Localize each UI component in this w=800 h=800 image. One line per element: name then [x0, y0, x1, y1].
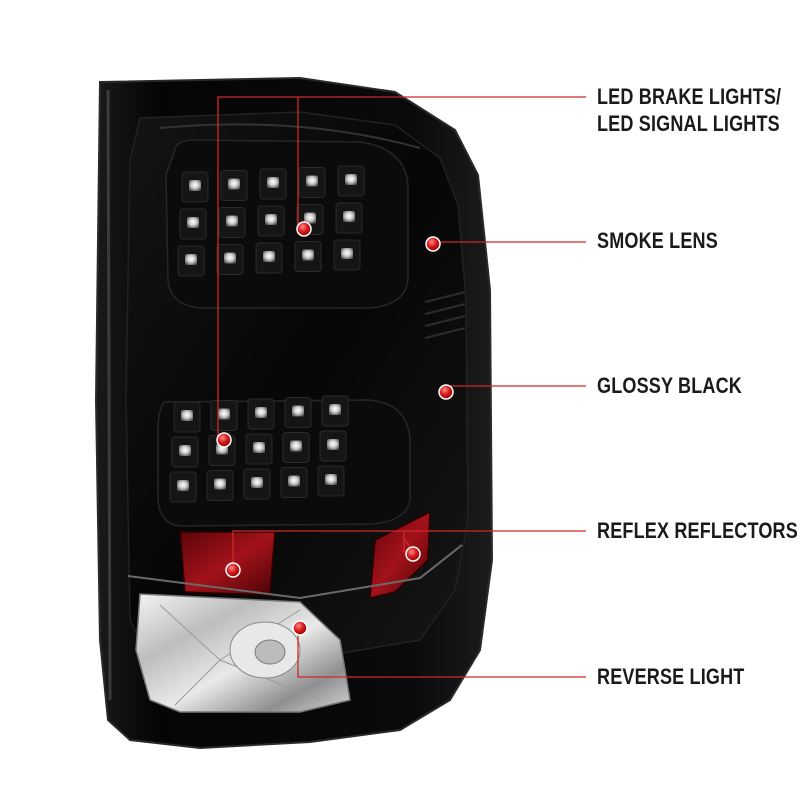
housing-highlight: [106, 89, 112, 701]
callout-label-glossy-black: GLOSSY BLACK: [597, 373, 742, 398]
lower-led-array: [169, 395, 349, 503]
led-cell: [259, 168, 287, 200]
led-cell: [216, 244, 244, 275]
upper-led-array: [177, 165, 365, 277]
led-chip-icon: [265, 214, 277, 225]
led-chip-icon: [290, 440, 302, 452]
led-cell: [210, 400, 238, 431]
leader-reverse-light: [297, 627, 586, 678]
led-chip-icon: [187, 217, 199, 228]
led-chip-icon: [181, 410, 193, 421]
led-chip-icon: [292, 405, 304, 417]
led-chip-icon: [302, 249, 314, 261]
red-dot-icon: [296, 221, 312, 237]
led-cell: [247, 398, 275, 430]
red-dot-icon: [292, 620, 308, 636]
led-chip-icon: [255, 407, 267, 418]
led-chip-icon: [253, 442, 265, 453]
led-cell: [337, 165, 365, 197]
right-reflex-reflector: [369, 510, 431, 599]
callout-label-smoke-lens: SMOKE LENS: [597, 228, 718, 253]
chrome-trim: [127, 544, 463, 600]
led-chip-icon: [228, 178, 240, 190]
callout-label-brake-lights: LED BRAKE LIGHTS/ LED SIGNAL LIGHTS: [597, 84, 782, 136]
led-chip-icon: [327, 439, 339, 450]
led-cell: [284, 397, 312, 428]
led-chip-icon: [341, 248, 353, 259]
led-chip-icon: [185, 254, 197, 265]
led-cell: [245, 433, 273, 465]
led-chip-icon: [263, 251, 275, 262]
led-cell: [171, 436, 199, 468]
red-dot-icon: [405, 546, 421, 562]
reverse-light-reflector-facets: [159, 604, 321, 706]
led-cell: [335, 202, 363, 234]
led-cell: [206, 470, 234, 501]
led-chip-icon: [345, 174, 357, 185]
led-chip-icon: [304, 212, 316, 224]
led-cell: [181, 171, 209, 203]
red-dot-icon: [425, 236, 441, 252]
led-chip-icon: [224, 252, 236, 264]
led-cell: [173, 401, 201, 433]
led-cell: [282, 432, 310, 463]
led-chip-icon: [251, 477, 263, 488]
callout-leader-lines: [217, 96, 586, 678]
led-cell: [179, 208, 207, 240]
led-cell: [298, 167, 326, 198]
led-chip-icon: [218, 408, 230, 420]
lens-highlight: [159, 123, 421, 149]
red-dot-icon: [225, 562, 241, 578]
led-chip-icon: [325, 474, 337, 485]
led-cell: [257, 205, 285, 237]
led-chip-icon: [177, 480, 189, 491]
red-dot-icon: [438, 384, 454, 400]
led-cell: [243, 468, 271, 500]
housing-ribs: [424, 291, 466, 339]
led-cell: [333, 239, 361, 271]
left-reflex-reflector: [179, 531, 276, 596]
callout-markers: [216, 221, 454, 636]
led-chip-icon: [226, 215, 238, 227]
led-cell: [321, 395, 349, 427]
led-cell: [218, 207, 246, 238]
led-chip-icon: [179, 445, 191, 456]
led-cell: [220, 170, 248, 201]
led-chip-icon: [189, 180, 201, 191]
callout-label-reverse-light: REVERSE LIGHT: [597, 664, 745, 689]
led-cell: [169, 471, 197, 503]
led-chip-icon: [306, 175, 318, 187]
led-chip-icon: [214, 478, 226, 490]
led-cell: [280, 467, 308, 498]
led-cell: [319, 430, 347, 462]
led-cell: [255, 242, 283, 274]
callout-label-reflex-reflectors: REFLEX REFLECTORS: [597, 518, 798, 543]
led-chip-icon: [267, 177, 279, 188]
led-cell: [177, 245, 205, 277]
led-chip-icon: [329, 404, 341, 415]
leader-brake-lights-left: [217, 96, 586, 440]
leader-reflex-left: [232, 530, 586, 568]
led-chip-icon: [288, 475, 300, 487]
red-dot-icon: [216, 432, 232, 448]
led-cell: [294, 241, 322, 272]
led-cell: [317, 465, 345, 497]
led-chip-icon: [343, 211, 355, 222]
